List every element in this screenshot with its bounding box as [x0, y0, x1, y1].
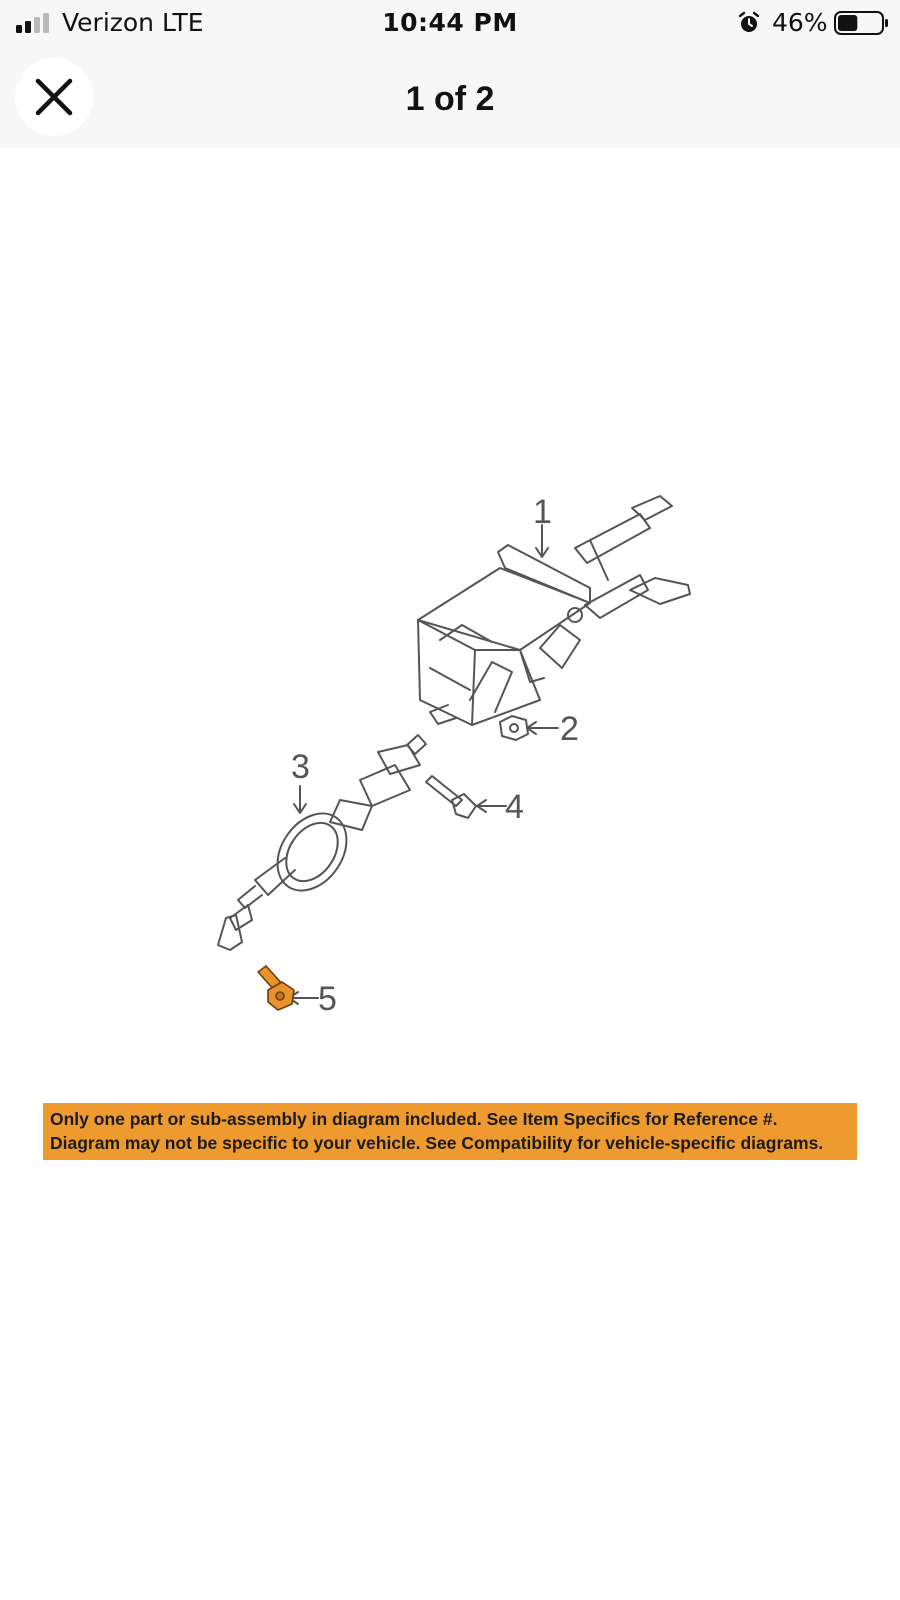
leader-arrow-2 [526, 721, 537, 735]
leader-arrow-4 [476, 799, 487, 813]
page-counter: 1 of 2 [405, 80, 495, 118]
hex-nut-part-2 [499, 715, 529, 741]
battery-percent: 46% [772, 8, 828, 37]
steering-column-assembly [417, 495, 691, 726]
callout-4: 4 [505, 788, 524, 826]
status-time: 10:44 PM [382, 8, 518, 37]
steering-column-diagram: 1 2 3 4 5 [217, 493, 691, 1018]
diagram-disclaimer-banner: Only one part or sub-assembly in diagram… [43, 1103, 857, 1160]
carrier-label: Verizon LTE [62, 8, 204, 37]
close-icon [35, 78, 73, 116]
callout-5: 5 [318, 980, 337, 1018]
close-button[interactable] [15, 58, 93, 136]
bolt-part-4 [425, 775, 477, 819]
leader-arrow-1 [535, 547, 549, 558]
disclaimer-line-2: Diagram may not be specific to your vehi… [50, 1133, 824, 1153]
alarm-clock-icon [738, 11, 760, 32]
callout-3: 3 [291, 748, 310, 786]
viewer-header: 1 of 2 [0, 46, 900, 148]
parts-diagram: 1 2 3 4 5 [0, 148, 900, 1600]
battery-icon [834, 11, 888, 35]
intermediate-shaft-part-3 [217, 734, 427, 951]
leader-arrow-3 [293, 803, 307, 814]
bolt-part-5-highlighted [257, 965, 295, 1011]
callout-1: 1 [533, 493, 552, 531]
callout-2: 2 [560, 710, 579, 748]
signal-bars-icon [16, 13, 49, 33]
disclaimer-line-1: Only one part or sub-assembly in diagram… [50, 1109, 778, 1129]
status-bar: Verizon LTE 10:44 PM 46% [0, 0, 900, 46]
